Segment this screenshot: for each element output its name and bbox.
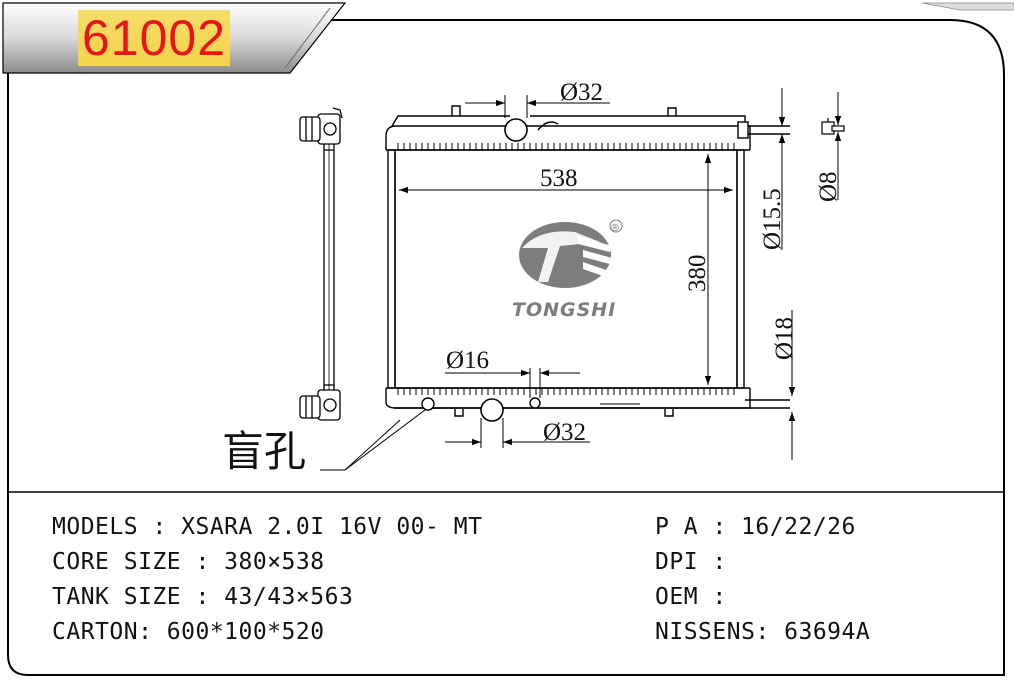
radiator-side-view <box>299 107 343 421</box>
logo-registered-mark: ® <box>610 223 620 234</box>
dim-bottom-pipe-label: Ø32 <box>543 419 586 446</box>
dim-width-label: 538 <box>540 165 578 192</box>
radiator-front-view <box>385 105 790 422</box>
dim-side-small-label: Ø8 <box>815 171 842 202</box>
spec-core-size: CORE SIZE : 380×538 <box>52 549 325 575</box>
dim-side-bottom-label: Ø18 <box>771 317 798 360</box>
spec-nissens: NISSENS: 63694A <box>655 619 871 645</box>
tongshi-logo <box>519 219 623 288</box>
spec-dpi: DPI : <box>655 549 727 575</box>
dim-height-label: 380 <box>684 255 711 293</box>
spec-tank-size: TANK SIZE : 43/43×563 <box>52 584 354 610</box>
spec-oem: OEM : <box>655 584 727 610</box>
dim-side-top-label: Ø15.5 <box>759 188 786 250</box>
spec-models: MODELS : XSARA 2.0I 16V 00- MT <box>52 514 483 540</box>
logo-brand-text: TONGSHI <box>512 299 616 321</box>
core-fin-ticks <box>397 143 735 395</box>
dimension-lines <box>320 88 842 471</box>
spec-carton: CARTON: 600*100*520 <box>52 619 325 645</box>
page-frame <box>7 19 1005 676</box>
drain-plug-detail <box>821 118 845 135</box>
product-code: 61002 <box>78 10 231 66</box>
spec-pa: P A : 16/22/26 <box>655 514 856 540</box>
blind-hole-label: 盲孔 <box>222 427 306 476</box>
dim-small-pipe-label: Ø16 <box>446 347 489 374</box>
corner-tab <box>921 2 1014 11</box>
dim-top-pipe-label: Ø32 <box>560 79 603 106</box>
banner-shadow-line <box>284 7 331 69</box>
